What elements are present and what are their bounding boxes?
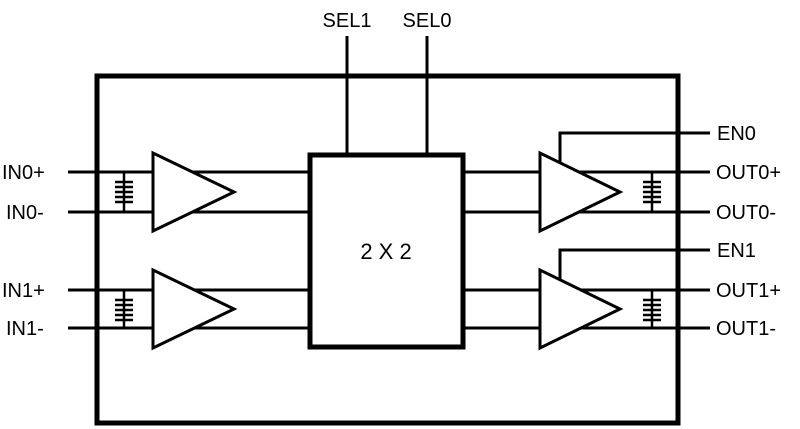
crosspoint-core-block: [307, 152, 466, 350]
sel1-label: SEL1: [323, 10, 372, 32]
out1-termination-resistor: [643, 290, 661, 328]
out1-neg-label: OUT1-: [716, 318, 776, 340]
sel0-label: SEL0: [403, 10, 452, 32]
en1-label: EN1: [717, 240, 756, 262]
in0-termination-resistor: [115, 172, 133, 212]
in0-pos-label: IN0+: [2, 162, 45, 184]
input-buffer-1: [151, 267, 238, 351]
out0-pos-label: OUT0+: [716, 162, 781, 184]
out0-neg-label: OUT0-: [716, 202, 776, 224]
en1-line: [558, 248, 710, 281]
in1-termination-resistor: [115, 290, 133, 328]
in0-neg-label: IN0-: [6, 202, 44, 224]
output-driver-0: [538, 150, 624, 234]
in1-neg-label: IN1-: [6, 318, 44, 340]
en0-label: EN0: [717, 123, 756, 145]
out1-pos-label: OUT1+: [716, 280, 781, 302]
input-buffer-0: [151, 150, 238, 234]
in1-pos-label: IN1+: [2, 280, 45, 302]
core-label: 2 X 2: [360, 239, 411, 264]
out0-termination-resistor: [643, 172, 661, 212]
output-driver-1: [538, 267, 624, 351]
en0-line: [558, 131, 710, 165]
